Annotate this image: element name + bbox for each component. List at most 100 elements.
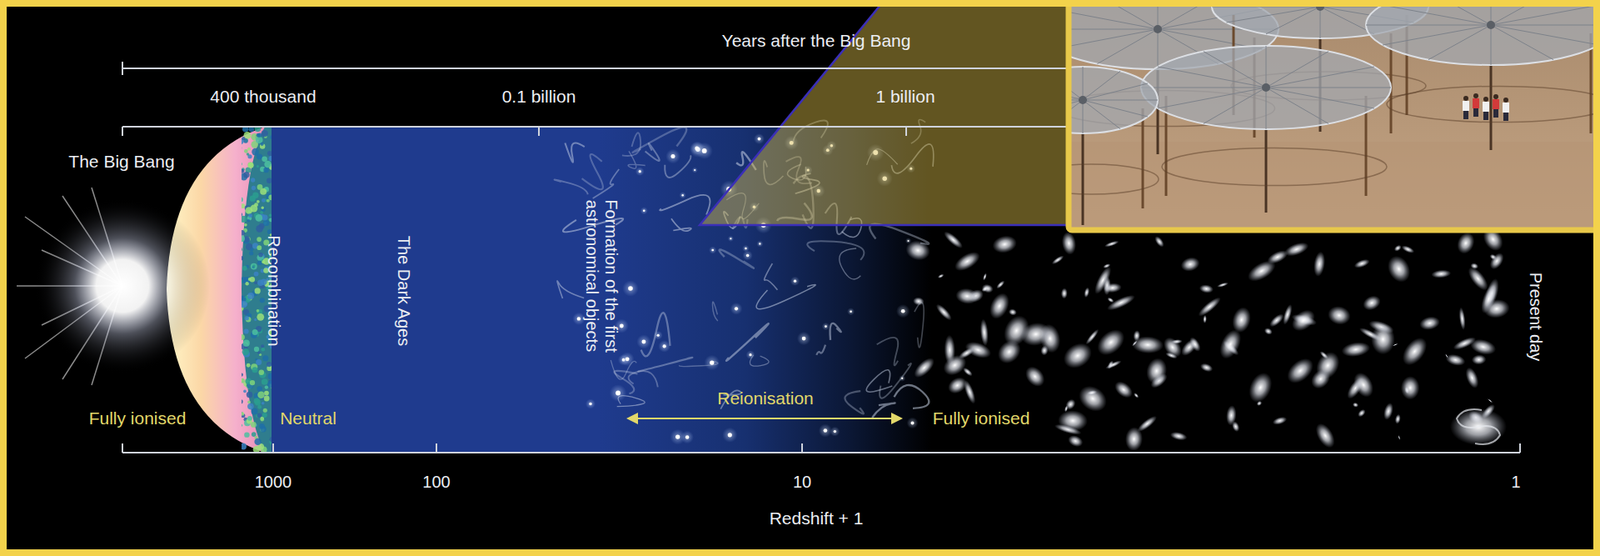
era-label: Reionisation <box>717 388 814 409</box>
cmb-speckle <box>269 214 272 217</box>
cmb-speckle <box>244 149 249 154</box>
cmb-speckle <box>256 236 262 242</box>
cmb-speckle <box>261 378 269 385</box>
galaxy <box>1383 251 1415 286</box>
dish-spoke <box>1068 99 1083 130</box>
cmb-speckle <box>259 423 265 429</box>
cmb-speckle <box>255 224 264 233</box>
cmb-speckle <box>241 162 243 166</box>
cmb-speckle <box>261 129 269 137</box>
cmb-speckle <box>262 354 269 361</box>
star <box>662 343 667 348</box>
cmb-speckle <box>266 361 272 367</box>
star <box>833 429 837 433</box>
star-glow <box>679 191 687 199</box>
cmb-speckle <box>257 404 262 409</box>
gas-swirl <box>641 312 671 356</box>
galaxy <box>1394 413 1402 424</box>
gas-swirl <box>645 143 660 161</box>
star <box>849 309 853 313</box>
tick-label: 10 <box>792 472 812 492</box>
cmb-speckle <box>269 436 272 443</box>
star-glow <box>636 333 651 349</box>
galaxy <box>1104 358 1122 371</box>
star <box>746 254 750 258</box>
galaxy <box>1102 282 1122 295</box>
star <box>685 434 689 439</box>
cmb-speckle <box>254 271 260 277</box>
cmb-speckle <box>256 309 260 313</box>
cmb-speckle <box>256 164 260 168</box>
cmb-speckle <box>267 229 272 235</box>
cmb-speckle <box>241 229 245 236</box>
dish-feed <box>1486 20 1496 30</box>
gas-swirl <box>756 284 816 310</box>
state-label: Fully ionised <box>89 408 187 429</box>
cmb-speckle <box>261 205 265 209</box>
cmb-speckle <box>247 403 255 410</box>
cmb-speckle <box>249 250 254 255</box>
cmb-speckle <box>249 276 255 282</box>
star <box>628 285 634 291</box>
galaxy <box>1196 294 1223 319</box>
galaxy <box>1152 234 1166 249</box>
dish-spoke <box>1490 24 1600 26</box>
galaxy <box>957 344 977 361</box>
cmb-speckle <box>247 219 251 223</box>
spiral-arm <box>1456 408 1501 444</box>
dish-spoke <box>1226 0 1321 7</box>
star <box>757 137 762 141</box>
cmb-speckle <box>268 155 272 161</box>
gas-swirl <box>807 240 864 260</box>
cmb-speckle <box>254 438 261 445</box>
cmb-speckle <box>267 150 272 156</box>
dish-feed <box>1261 83 1271 92</box>
galaxy <box>1216 281 1229 290</box>
galaxy <box>1355 407 1367 419</box>
cmb-speckle <box>264 390 270 396</box>
galaxy <box>980 284 990 294</box>
galaxy <box>1084 327 1102 346</box>
galaxy <box>1307 365 1335 393</box>
star-glow <box>657 339 671 353</box>
galaxy <box>1169 429 1188 442</box>
star <box>748 353 752 356</box>
dish-spoke <box>1068 29 1158 50</box>
galaxy <box>1397 333 1432 370</box>
galaxy <box>1400 375 1421 400</box>
cmb-speckle <box>249 247 254 251</box>
galaxy <box>1444 352 1466 368</box>
galaxy <box>1418 314 1441 332</box>
galaxy <box>979 318 990 346</box>
galaxy <box>1262 326 1274 337</box>
star-glow <box>609 383 628 402</box>
gas-swirl <box>914 302 924 348</box>
cmb-speckle <box>247 400 251 404</box>
galaxy <box>1202 314 1207 324</box>
galaxy <box>1271 414 1288 426</box>
dish-spoke <box>1266 87 1391 89</box>
galaxy <box>942 229 966 251</box>
galaxy <box>1179 254 1202 274</box>
cmb-speckle <box>263 167 269 173</box>
dish-spoke <box>1320 6 1321 39</box>
cmb-speckle <box>241 247 243 252</box>
star <box>711 249 714 252</box>
galaxy <box>995 279 1007 290</box>
star <box>702 148 708 154</box>
axis-title: Years after the Big Bang <box>722 30 912 51</box>
cmb-speckle <box>241 411 245 415</box>
galaxy <box>1244 256 1279 286</box>
star-glow <box>622 279 639 296</box>
dish-spoke <box>1211 6 1321 8</box>
galaxy <box>951 248 983 275</box>
cmb-speckle <box>264 395 270 402</box>
galaxy <box>1007 307 1018 316</box>
big-bang-glow <box>34 198 210 374</box>
dish-spoke <box>1082 70 1121 100</box>
gas-swirl <box>869 224 929 245</box>
dish-feed <box>1315 2 1325 11</box>
inset-border <box>1068 0 1600 230</box>
gas-swirl <box>622 132 641 156</box>
galaxy <box>986 289 1014 322</box>
